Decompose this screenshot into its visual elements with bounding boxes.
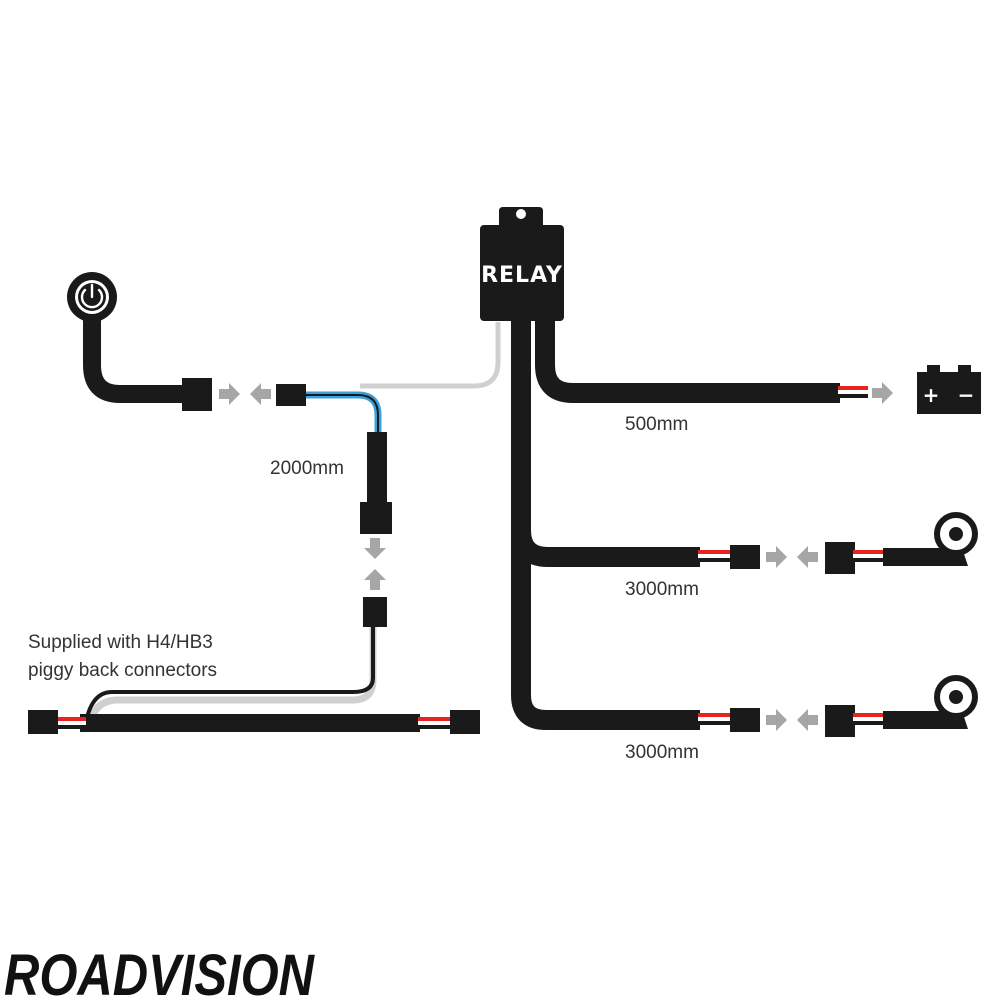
piggy-right-red-wire bbox=[418, 717, 452, 721]
switch-harness-sleeve bbox=[367, 432, 387, 512]
arrow-icon bbox=[219, 383, 240, 405]
piggy-note-line1: Supplied with H4/HB3 bbox=[28, 632, 213, 653]
lamp2-connector bbox=[825, 705, 855, 737]
battery-cable-length: 500mm bbox=[625, 414, 688, 435]
arrow-icon bbox=[872, 382, 893, 404]
battery-red-wire bbox=[838, 386, 868, 390]
light2-cable-length: 3000mm bbox=[625, 742, 699, 763]
light1-plug bbox=[730, 545, 760, 569]
relay-signal-wire bbox=[360, 322, 501, 389]
relay-trunk-cable bbox=[511, 318, 700, 730]
piggy-right-plug bbox=[450, 710, 480, 734]
switch-harness-plug bbox=[276, 384, 306, 406]
piggy-left-plug bbox=[28, 710, 58, 734]
relay-box: RELAY bbox=[480, 207, 564, 321]
piggy-black-wire bbox=[84, 625, 375, 723]
switch-blue-wire bbox=[300, 391, 382, 438]
arrow-icon bbox=[766, 546, 787, 568]
arrow-icon bbox=[797, 709, 818, 731]
relay-light1-cable bbox=[511, 529, 700, 567]
switch-cable bbox=[83, 301, 194, 403]
arrow-icon bbox=[364, 569, 386, 590]
spotlight-icon bbox=[934, 512, 978, 556]
piggy-connector bbox=[363, 597, 387, 627]
arrow-icon bbox=[766, 709, 787, 731]
lamp1-connector bbox=[825, 542, 855, 574]
battery-plus-label: + bbox=[923, 383, 940, 407]
relay-battery-cable bbox=[535, 318, 840, 403]
light2-red-wire bbox=[698, 713, 732, 717]
piggy-left-red-wire bbox=[56, 717, 86, 721]
light2-plug bbox=[730, 708, 760, 732]
piggy-note-line2: piggy back connectors bbox=[28, 660, 217, 681]
switch-harness-connector bbox=[360, 502, 392, 534]
battery-icon: + − bbox=[917, 365, 981, 414]
switch-cable-length: 2000mm bbox=[270, 458, 344, 479]
spotlight-icon bbox=[934, 675, 978, 719]
power-switch-icon bbox=[67, 272, 117, 322]
relay-label: RELAY bbox=[481, 263, 563, 288]
arrow-icon bbox=[250, 383, 271, 405]
brand-logo: ROADVISION bbox=[4, 943, 315, 1000]
arrow-icon bbox=[364, 538, 386, 559]
arrow-icon bbox=[797, 546, 818, 568]
battery-minus-label: − bbox=[958, 383, 975, 407]
piggy-harness-cable bbox=[80, 714, 420, 732]
switch-connector bbox=[182, 378, 212, 411]
light1-cable-length: 3000mm bbox=[625, 579, 699, 600]
light1-red-wire bbox=[698, 550, 732, 554]
